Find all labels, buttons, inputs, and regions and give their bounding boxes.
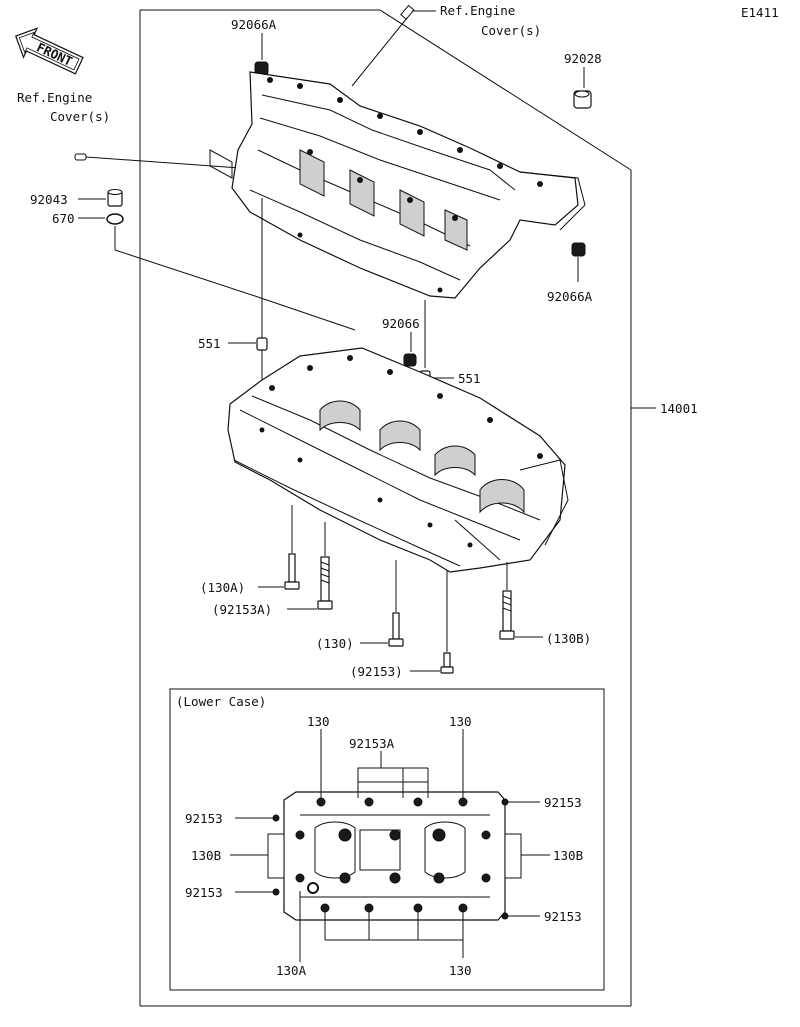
lower-label-92153A: 92153A <box>349 736 395 751</box>
label-551-right: 551 <box>458 371 481 386</box>
lower-case-inset: (Lower Case) <box>169 688 605 991</box>
label-14001: 14001 <box>660 401 698 416</box>
bolt-92153A: (92153A) <box>212 522 333 617</box>
part-92066: 92066 <box>382 316 420 367</box>
part-92043: 92043 <box>30 189 123 207</box>
ref-engine-cover-top: Ref.Engine Cover(s) <box>351 3 541 87</box>
label-92066: 92066 <box>382 316 420 331</box>
label-670: 670 <box>52 211 75 226</box>
part-92028: 92028 <box>564 51 602 109</box>
ref-engine-cover-top-line1: Ref.Engine <box>440 3 515 18</box>
diagram-id: E1411 <box>741 5 779 20</box>
lower-label-130B-left: 130B <box>191 848 221 863</box>
part-670: 670 <box>52 211 356 331</box>
lower-crankcase <box>227 347 569 573</box>
lower-label-130-tl: 130 <box>307 714 330 729</box>
lower-label-130-tr: 130 <box>449 714 472 729</box>
label-92066A-top: 92066A <box>231 17 277 32</box>
ref-engine-cover-left-line2: Cover(s) <box>50 109 110 124</box>
label-92066A-right: 92066A <box>547 289 593 304</box>
label-92043: 92043 <box>30 192 68 207</box>
bolt-130B: (130B) <box>499 562 591 646</box>
bolt-130A: (130A) <box>200 505 300 595</box>
bolt-92153: (92153) <box>350 570 454 679</box>
lower-label-130A-bottom: 130A <box>276 963 307 978</box>
ref-engine-cover-left-line1: Ref.Engine <box>17 90 92 105</box>
lower-label-130-bottom: 130 <box>449 963 472 978</box>
label-92028: 92028 <box>564 51 602 66</box>
ref-engine-cover-top-line2: Cover(s) <box>481 23 541 38</box>
front-arrow-badge: FRONT <box>14 27 84 75</box>
label-130B: (130B) <box>546 631 591 646</box>
bolt-130: (130) <box>316 560 404 651</box>
lower-case-title: (Lower Case) <box>176 694 266 709</box>
label-130: (130) <box>316 636 354 651</box>
lower-label-92153-right-bottom: 92153 <box>544 909 582 924</box>
lower-label-130B-right: 130B <box>553 848 583 863</box>
part-92066A-top: 92066A <box>231 17 277 76</box>
ref-engine-cover-left: Ref.Engine Cover(s) <box>17 90 241 169</box>
upper-crankcase <box>209 71 586 299</box>
assembly-bracket <box>139 9 656 1007</box>
label-92153A: (92153A) <box>212 602 272 617</box>
lower-label-92153-left-top: 92153 <box>185 811 223 826</box>
part-92066A-right: 92066A <box>547 242 593 304</box>
lower-label-92153-left-bottom: 92153 <box>185 885 223 900</box>
label-551-left: 551 <box>198 336 221 351</box>
label-130A: (130A) <box>200 580 245 595</box>
label-92153: (92153) <box>350 664 403 679</box>
lower-label-92153-right-top: 92153 <box>544 795 582 810</box>
